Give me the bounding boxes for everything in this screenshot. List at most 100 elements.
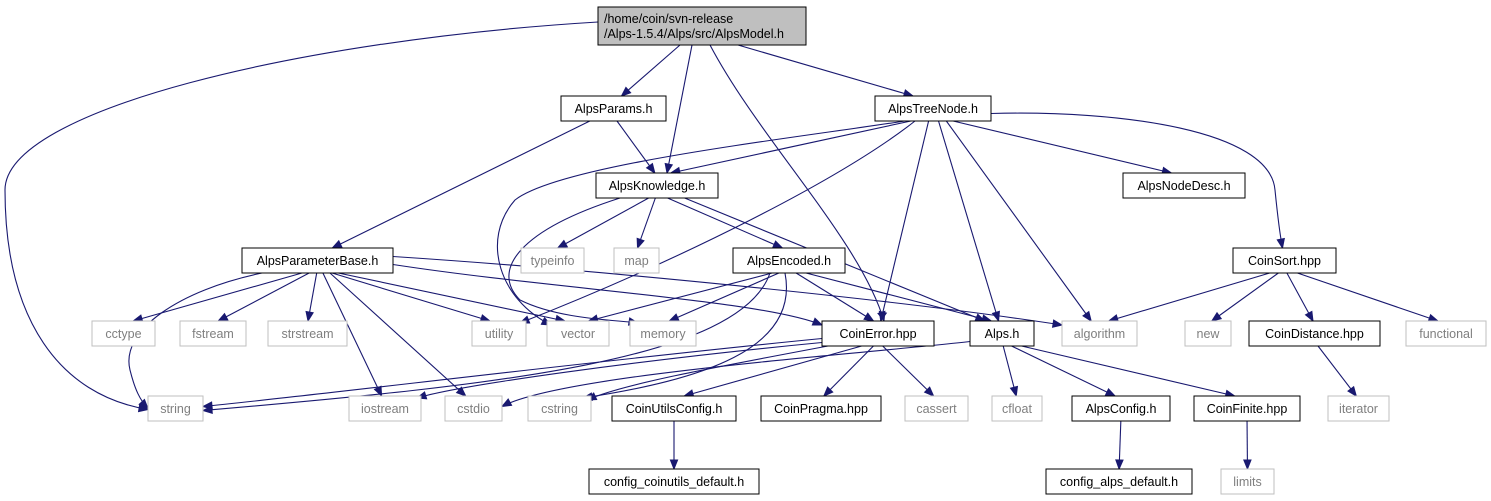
node-iostream[interactable]: iostream — [348, 395, 422, 422]
edge-parambase-to-coinerror — [392, 263, 824, 326]
node-string[interactable]: string — [147, 395, 204, 422]
node-fstream[interactable]: fstream — [179, 320, 247, 347]
edge-treenode-to-alpsh — [937, 120, 1000, 323]
node-label: config_coinutils_default.h — [604, 475, 744, 489]
edge-line — [128, 272, 263, 409]
node-box — [1327, 395, 1390, 422]
node-coinutilsconfig[interactable]: CoinUtilsConfig.h — [611, 395, 737, 422]
node-box — [348, 395, 422, 422]
node-label: cfloat — [1002, 402, 1032, 416]
edge-line — [557, 197, 649, 249]
edge-treenode-to-utility — [518, 120, 916, 324]
edge-line — [882, 345, 934, 397]
node-utility[interactable]: utility — [471, 320, 527, 347]
node-label: CoinError.hpp — [839, 327, 916, 341]
edges-layer — [4, 21, 1440, 471]
node-params[interactable]: AlpsParams.h — [560, 95, 667, 122]
node-coinerror[interactable]: CoinError.hpp — [821, 320, 935, 347]
node-typeinfo[interactable]: typeinfo — [520, 247, 585, 274]
edge-coinsort-to-new — [1210, 272, 1279, 322]
edge-params-to-knowledge — [616, 120, 656, 175]
node-strstream[interactable]: strstream — [267, 320, 348, 347]
node-coinfinite[interactable]: CoinFinite.hpp — [1193, 395, 1301, 422]
node-treenode[interactable]: AlpsTreeNode.h — [874, 95, 992, 122]
node-label: AlpsTreeNode.h — [888, 102, 978, 116]
edge-line — [666, 44, 693, 174]
node-memory[interactable]: memory — [629, 320, 697, 347]
edge-line — [322, 272, 383, 397]
node-vector[interactable]: vector — [546, 320, 610, 347]
node-label: /Alps-1.5.4/Alps/src/AlpsModel.h — [604, 27, 784, 41]
node-label: cctype — [105, 327, 141, 341]
edge-knowledge-to-typeinfo — [556, 197, 649, 249]
node-nodedesc[interactable]: AlpsNodeDesc.h — [1122, 172, 1246, 199]
node-cstdio[interactable]: cstdio — [444, 395, 503, 422]
edge-coinsort-to-algorithm — [1107, 272, 1270, 323]
node-cassert[interactable]: cassert — [904, 395, 969, 422]
node-box — [267, 320, 348, 347]
node-label: functional — [1419, 327, 1473, 341]
edge-root-to-treenode — [737, 44, 915, 98]
edge-coinerror-to-string — [201, 337, 823, 410]
node-label: AlpsConfig.h — [1086, 402, 1157, 416]
node-cstring[interactable]: cstring — [527, 395, 592, 422]
arrowhead — [1427, 313, 1440, 323]
edge-coinerror-to-cassert — [882, 345, 935, 397]
edge-line — [616, 120, 656, 174]
edge-line — [621, 44, 681, 97]
node-box — [821, 320, 935, 347]
arrowhead — [620, 86, 632, 97]
node-label: CoinDistance.hpp — [1265, 327, 1364, 341]
node-root[interactable]: /home/coin/svn-release/Alps-1.5.4/Alps/s… — [597, 6, 807, 46]
node-label: CoinSort.hpp — [1248, 254, 1321, 268]
node-box — [904, 395, 969, 422]
node-new[interactable]: new — [1184, 320, 1232, 347]
node-coinpragma[interactable]: CoinPragma.hpp — [760, 395, 882, 422]
node-label: Alps.h — [985, 327, 1020, 341]
node-iterator[interactable]: iterator — [1327, 395, 1390, 422]
node-label: map — [624, 254, 648, 268]
node-limits[interactable]: limits — [1220, 468, 1275, 495]
edge-line — [684, 345, 862, 397]
node-functional[interactable]: functional — [1405, 320, 1487, 347]
node-label: CoinUtilsConfig.h — [626, 402, 723, 416]
arrowhead — [1276, 237, 1285, 250]
node-label: AlpsParams.h — [575, 102, 653, 116]
nodes-layer: /home/coin/svn-release/Alps-1.5.4/Alps/s… — [91, 6, 1487, 495]
edge-line — [1297, 272, 1439, 322]
edge-line — [1021, 345, 1235, 397]
edge-coinerror-to-coinpragma — [822, 345, 874, 397]
node-knowledge[interactable]: AlpsKnowledge.h — [595, 172, 719, 199]
arrowhead — [664, 162, 674, 175]
node-box — [1184, 320, 1232, 347]
node-box — [969, 320, 1035, 347]
node-coindistance[interactable]: CoinDistance.hpp — [1248, 320, 1381, 347]
arrowhead — [1082, 310, 1092, 323]
node-algorithm[interactable]: algorithm — [1061, 320, 1138, 347]
edge-parambase-to-strstream — [305, 272, 318, 323]
node-configalps[interactable]: config_alps_default.h — [1045, 468, 1193, 495]
edge-line — [582, 272, 788, 399]
node-alpsh[interactable]: Alps.h — [969, 320, 1035, 347]
edge-line — [880, 120, 930, 322]
node-cfloat[interactable]: cfloat — [991, 395, 1043, 422]
node-label: config_alps_default.h — [1060, 475, 1178, 489]
node-label: AlpsEncoded.h — [747, 254, 831, 268]
node-alpsconfig[interactable]: AlpsConfig.h — [1071, 395, 1171, 422]
arrowhead — [1115, 459, 1124, 471]
edge-alpsh-to-coinfinite — [1021, 345, 1237, 399]
arrowhead — [201, 401, 213, 410]
edge-line — [823, 345, 874, 397]
node-box — [595, 172, 719, 199]
node-encoded[interactable]: AlpsEncoded.h — [732, 247, 846, 274]
node-parambase[interactable]: AlpsParameterBase.h — [241, 247, 394, 274]
node-map[interactable]: map — [613, 247, 660, 274]
arrowhead — [668, 313, 680, 322]
node-label: cstdio — [457, 402, 490, 416]
edge-parambase-to-fstream — [217, 272, 310, 322]
node-configcoinutils[interactable]: config_coinutils_default.h — [588, 468, 760, 495]
node-label: new — [1197, 327, 1221, 341]
node-cctype[interactable]: cctype — [91, 320, 156, 347]
edge-params-to-parambase — [331, 120, 591, 249]
node-coinsort[interactable]: CoinSort.hpp — [1232, 247, 1337, 274]
